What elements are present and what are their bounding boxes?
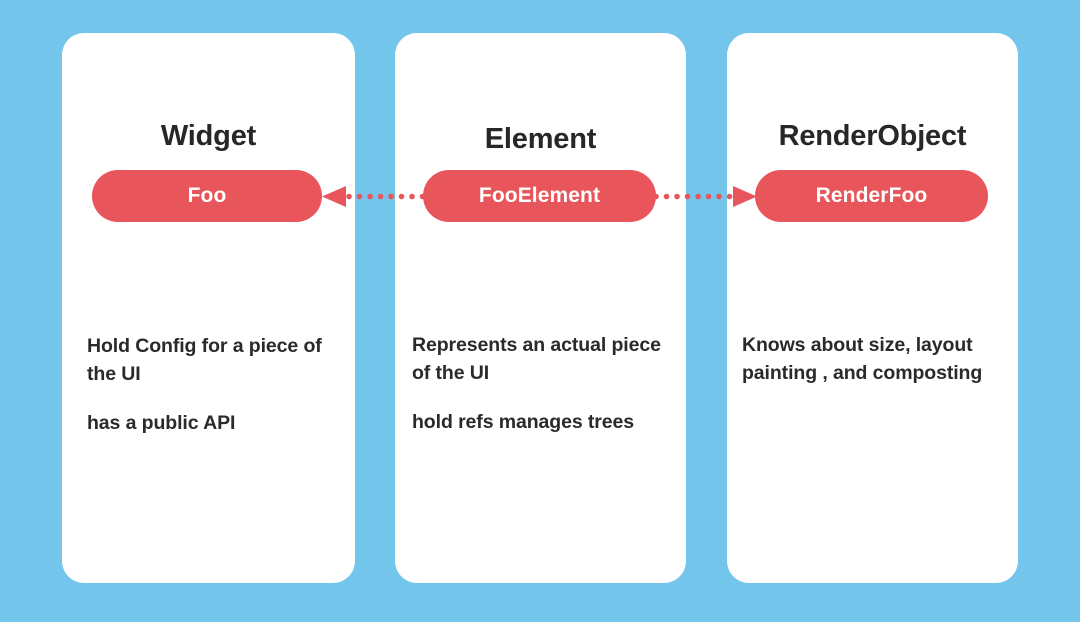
card-paragraph: has a public API — [87, 412, 236, 434]
pill-renderfoo[interactable]: RenderFoo — [755, 170, 988, 222]
card-body-renderobject: Knows about size, layout painting , and … — [742, 331, 1017, 387]
card-widget: Widget Hold Config for a piece of the UI… — [62, 33, 355, 583]
dotted-arrow-right-icon — [653, 186, 757, 207]
card-element: Element Represents an actual piece of th… — [395, 33, 686, 583]
card-body-element: Represents an actual piece of the UI hol… — [412, 331, 680, 436]
pill-fooelement[interactable]: FooElement — [423, 170, 656, 222]
card-renderobject: RenderObject Knows about size, layout pa… — [727, 33, 1018, 583]
pill-foo[interactable]: Foo — [92, 170, 322, 222]
card-paragraph: Knows about size, layout painting , and … — [742, 334, 983, 384]
card-title-widget: Widget — [160, 120, 257, 152]
dotted-arrow-left-icon — [322, 186, 428, 207]
card-title-renderobject: RenderObject — [778, 120, 967, 152]
card-title-element: Element — [484, 123, 597, 155]
connector-element-to-widget — [322, 186, 428, 207]
card-paragraph: Hold Config for a piece of the UI — [87, 335, 322, 385]
card-body-widget: Hold Config for a piece of the UI has a … — [87, 332, 349, 437]
card-paragraph: Represents an actual piece of the UI — [412, 334, 661, 384]
card-paragraph: hold refs manages trees — [412, 411, 635, 433]
connector-element-to-renderobject — [653, 186, 757, 207]
